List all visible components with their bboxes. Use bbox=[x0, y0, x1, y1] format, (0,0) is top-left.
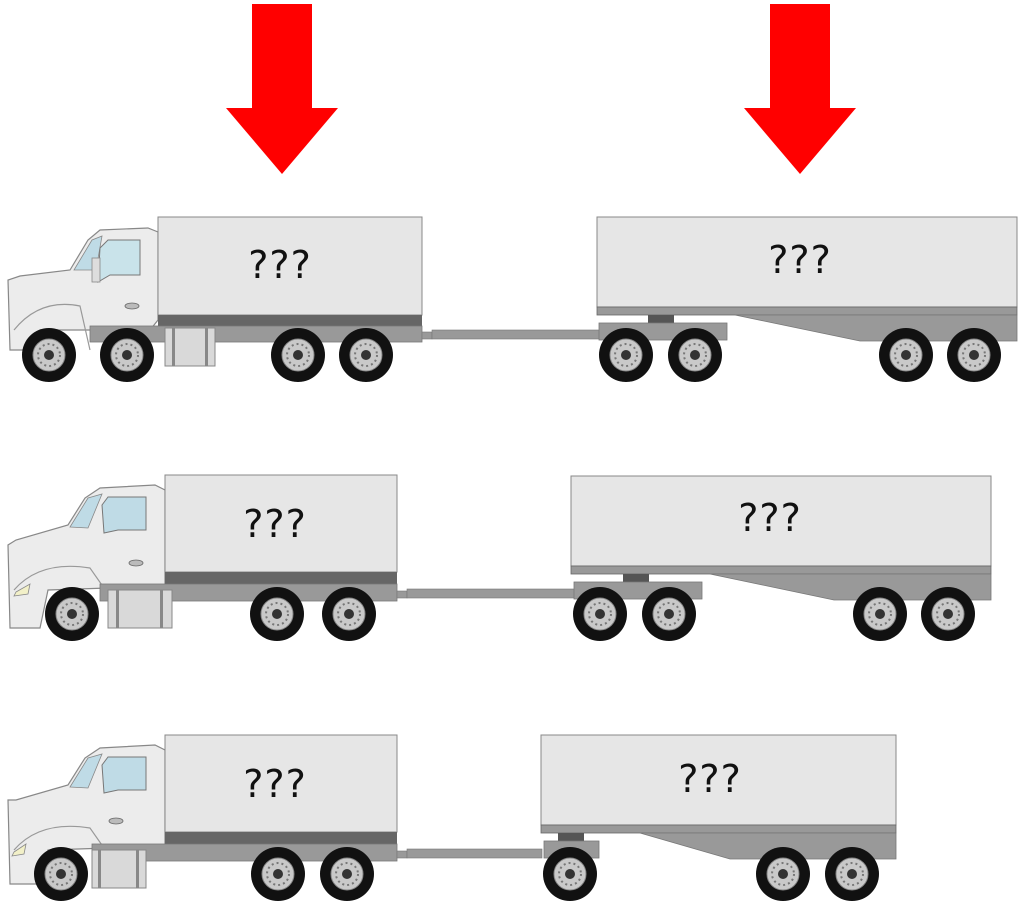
cab bbox=[7, 227, 159, 351]
trailer-cargo-label: ??? bbox=[768, 238, 832, 282]
truck-cargo-label: ??? bbox=[243, 502, 307, 546]
truck-cargo-label: ??? bbox=[248, 243, 312, 287]
trailer-cargo-label: ??? bbox=[738, 496, 802, 540]
truck-cargo-label: ??? bbox=[243, 762, 307, 806]
trailer-cargo-label: ??? bbox=[678, 757, 742, 801]
